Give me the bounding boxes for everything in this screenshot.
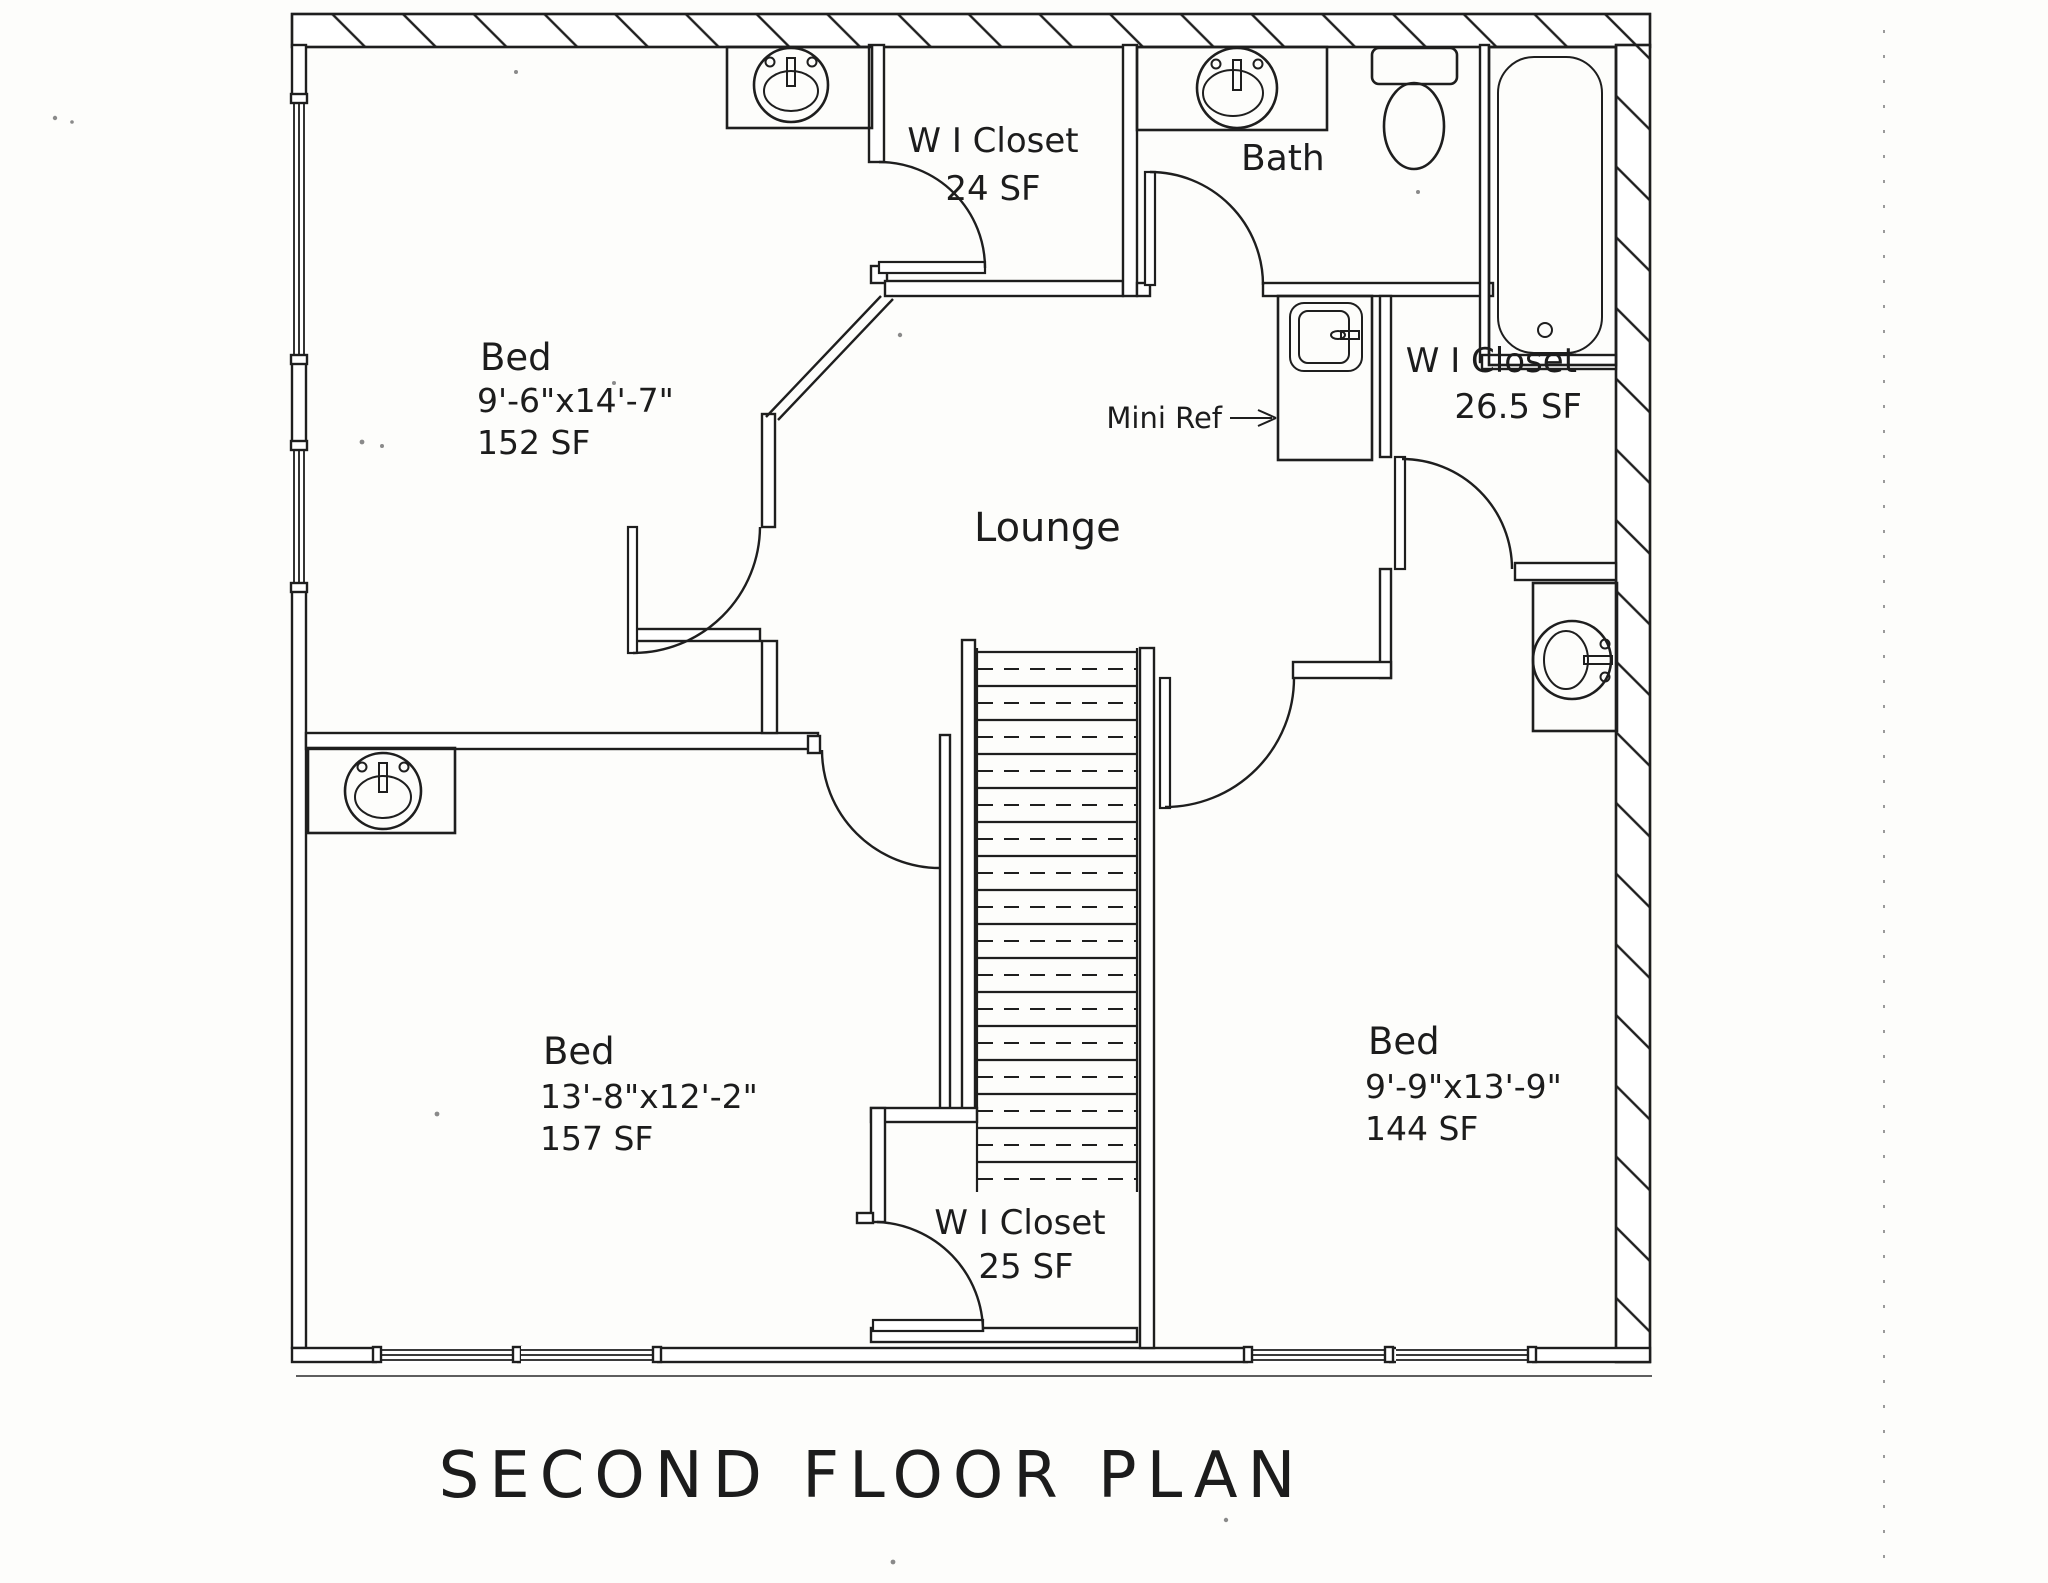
- window-bottom-4: [1396, 1345, 1538, 1364]
- mini-ref-arrow-head-top: [1257, 409, 1277, 419]
- bed3-dims: 9'-9"x13'-9": [1365, 1067, 1562, 1106]
- bed1-door-jamb-wall: [760, 412, 777, 529]
- bed3-area: 144 SF: [1365, 1109, 1478, 1148]
- door-closet-bottom: [871, 1220, 985, 1333]
- top-wall-hatch-fill: [290, 12, 1652, 49]
- mini-ref-counter: [1276, 294, 1374, 462]
- lounge-top-wall: [883, 279, 1125, 298]
- door-swing-arc: [820, 749, 941, 870]
- stairs: [975, 648, 1139, 1192]
- scan-artifacts: [52, 30, 1885, 1565]
- interior-walls: [304, 43, 1618, 1350]
- door-swing-arc: [878, 160, 987, 269]
- bed2-dims: 13'-8"x12'-2": [540, 1077, 758, 1116]
- mini-ref-arrow-head-bottom: [1257, 417, 1277, 427]
- bed3-sink-icon: [1531, 581, 1619, 733]
- bed2-right-wall: [938, 733, 952, 1112]
- stairs-right-wall: [1138, 646, 1156, 1350]
- bed1-bed2-divider-wall: [304, 731, 820, 751]
- closet-right-area: 26.5 SF: [1454, 387, 1582, 427]
- door-bed3: [1158, 676, 1296, 810]
- window-bottom-3: [1242, 1345, 1395, 1364]
- bed1-diagonal-wall-inner: [777, 298, 894, 421]
- closet-bottom-hinge-block: [855, 1211, 875, 1225]
- stairs-left-wall: [960, 638, 977, 1112]
- door-swing-arc: [632, 526, 762, 655]
- window-bottom-1: [371, 1345, 523, 1364]
- bed1-sink-icon: [725, 45, 874, 130]
- bed3-label: Bed: [1368, 1020, 1440, 1063]
- bed2-label: Bed: [543, 1030, 615, 1073]
- door-closet-right: [1393, 455, 1514, 571]
- doors: [626, 160, 1514, 1333]
- toilet-icon: [1370, 46, 1459, 171]
- closet-right-label: W I Closet: [1406, 341, 1577, 381]
- mini-ref-annotation: Mini Ref: [1106, 401, 1277, 435]
- bed2-door-jamb: [806, 734, 822, 755]
- tub-partition-wall: [1478, 43, 1491, 364]
- mini-ref-label: Mini Ref: [1106, 401, 1222, 435]
- door-leaf: [877, 260, 987, 275]
- door-leaf: [871, 1318, 985, 1333]
- bath-sink-icon: [1135, 45, 1329, 132]
- window-left-2: [289, 439, 309, 594]
- door-leaf: [1143, 170, 1157, 287]
- bath-label: Bath: [1241, 138, 1325, 179]
- bed1-diagonal-wall-outer: [765, 295, 882, 418]
- closet-top-label: W I Closet: [907, 121, 1078, 161]
- plan-title: SECOND FLOOR PLAN: [439, 1439, 1306, 1513]
- door-swing-arc: [876, 1220, 985, 1333]
- bed1-dims: 9'-6"x14'-7": [477, 381, 674, 420]
- bed1-area: 152 SF: [477, 423, 590, 462]
- door-bed2: [820, 749, 941, 870]
- bath-left-wall: [1121, 43, 1139, 298]
- lounge-southeast-wall: [1291, 660, 1393, 680]
- door-bath: [1143, 170, 1265, 287]
- door-leaf: [1158, 676, 1172, 810]
- window-left-1: [289, 92, 309, 366]
- door-swing-arc: [1149, 170, 1265, 286]
- windows: [289, 92, 1538, 1364]
- closet-bottom-top-wall: [869, 1106, 979, 1124]
- closet-right-left-wall-upper: [1378, 294, 1393, 459]
- closet-right-bottom-wall: [1513, 561, 1618, 582]
- bed1-label: Bed: [480, 336, 552, 379]
- window-bottom-2: [521, 1345, 663, 1364]
- door-leaf: [626, 525, 639, 655]
- bathtub-icon: [1487, 45, 1618, 367]
- bath-bottom-wall: [1261, 281, 1495, 298]
- fixtures: [306, 45, 1619, 835]
- bath-door-jamb: [1135, 281, 1152, 298]
- door-bed1: [626, 525, 762, 655]
- door-closet-top: [877, 160, 987, 275]
- door-swing-arc: [1164, 677, 1296, 809]
- stair-treads: [978, 650, 1136, 1180]
- closet-bottom-label: W I Closet: [934, 1203, 1105, 1243]
- labels: Bed 9'-6"x14'-7" 152 SF Bed 13'-8"x12'-2…: [439, 121, 1582, 1513]
- bed1-wall-connector: [760, 639, 779, 735]
- bed2-sink-icon: [306, 746, 457, 835]
- door-leaf: [1393, 455, 1407, 571]
- door-swing-arc: [1401, 457, 1514, 570]
- closet-bottom-left-wall: [869, 1106, 887, 1224]
- closet-top-area: 24 SF: [945, 169, 1040, 209]
- closet-bottom-area: 25 SF: [978, 1247, 1073, 1287]
- right-wall-hatch-fill: [1614, 43, 1652, 1364]
- lounge-label: Lounge: [974, 505, 1121, 551]
- bed2-area: 157 SF: [540, 1119, 653, 1158]
